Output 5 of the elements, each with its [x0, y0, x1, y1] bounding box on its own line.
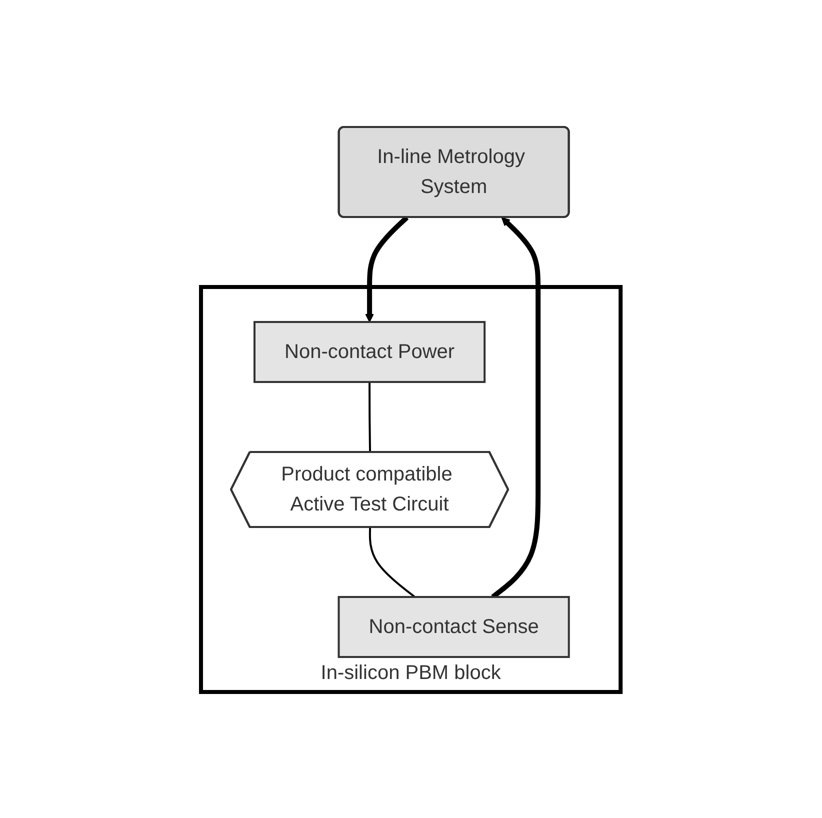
connector [368, 382, 372, 452]
node-box: Non-contact Sense [338, 595, 570, 658]
arrow [365, 215, 409, 322]
node-box: Non-contact Power [254, 320, 486, 382]
connector [369, 526, 416, 598]
